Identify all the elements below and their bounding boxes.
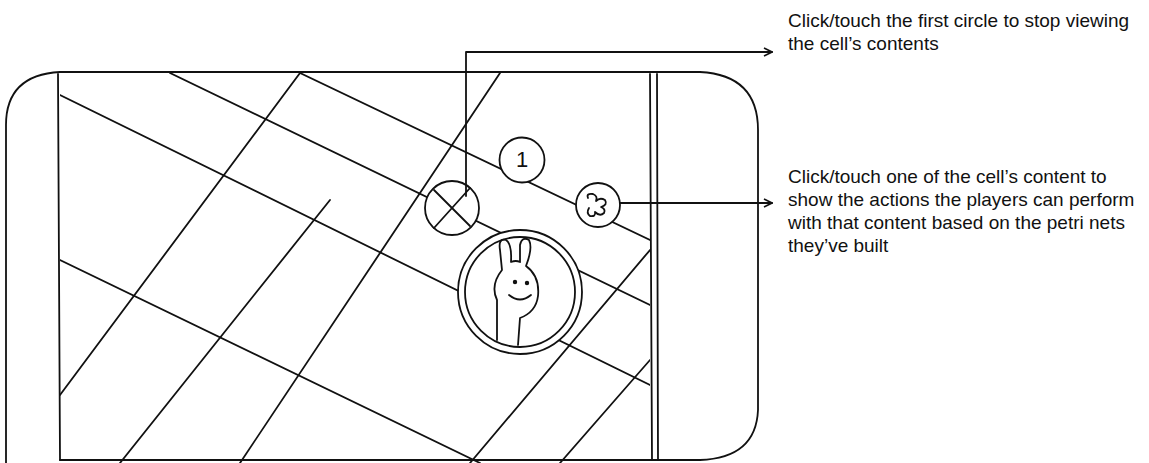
- leader-arrow: [620, 202, 772, 204]
- close-button: [425, 181, 479, 235]
- leader-arrow: [466, 52, 772, 196]
- number-circle: 1: [498, 136, 546, 184]
- content-icon-circle: [576, 183, 620, 227]
- avatar-circle: [458, 230, 582, 354]
- callout-number: 1: [516, 149, 528, 171]
- screen-edge: [650, 74, 652, 460]
- content-icon: [588, 194, 606, 216]
- screen-edge: [657, 74, 658, 460]
- close-cross: [434, 188, 470, 228]
- annotation-text: Click/touch the first circle to stop vie…: [788, 9, 1133, 55]
- grid-lines: [60, 73, 650, 463]
- annotation-text: Click/touch one of the cell’s content to…: [788, 165, 1138, 257]
- screen-edge: [58, 74, 60, 460]
- avatar-circle: [465, 237, 575, 347]
- phone-outline: [6, 72, 758, 463]
- close-cross: [434, 190, 470, 226]
- bunny-figure: [494, 239, 538, 345]
